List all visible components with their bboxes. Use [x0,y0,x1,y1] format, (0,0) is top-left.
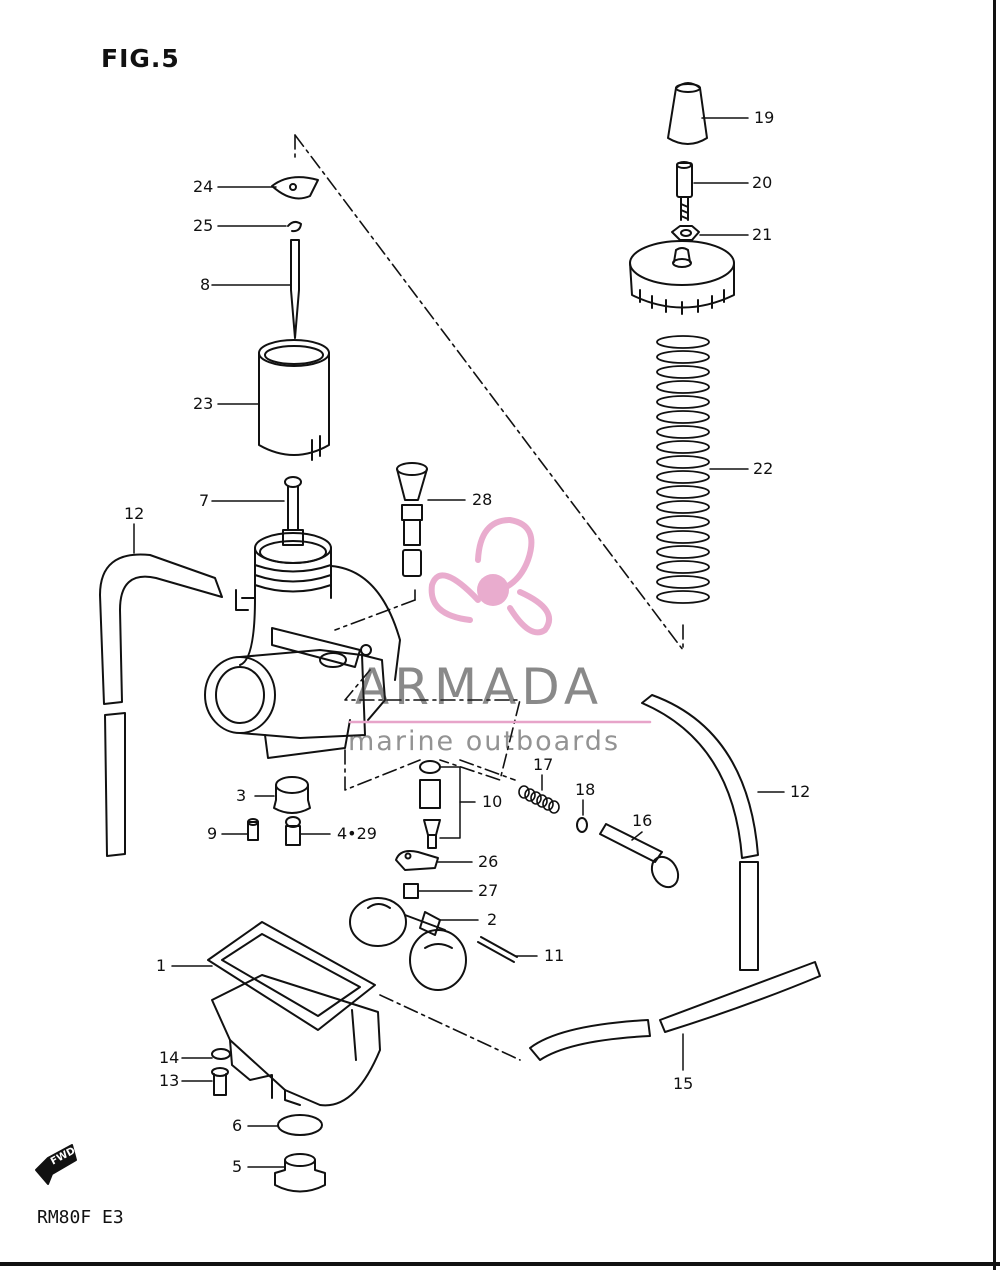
part-25-e-clip [287,220,302,233]
part-24-clip-plate [271,176,319,200]
part-15-overflow-tube [529,961,821,1061]
page-border [993,0,996,1270]
model-code: RM80F E3 [37,1207,124,1228]
callout-21: 21 [752,225,773,244]
callout-28: 28 [472,490,493,509]
callout-2: 2 [487,910,498,929]
callout-18: 18 [575,780,596,799]
part-26-pin-plate [395,850,439,871]
callout-27: 27 [478,881,499,900]
part-18-o-ring [576,817,588,833]
callout-5: 5 [232,1157,243,1176]
part-13-screw [211,1067,229,1096]
callout-6: 6 [232,1116,243,1135]
part-14-washer [211,1048,231,1060]
assembly-guide-lines [294,134,684,1061]
part-8-jet-needle [290,239,300,339]
callout-3: 3 [236,786,247,805]
part-16-air-screw [599,823,680,889]
callout-10: 10 [482,792,503,811]
leader-lines [133,117,785,1168]
part-23-throttle-valve [258,339,330,461]
top-cap [629,240,735,315]
part-7-stop-screw [282,476,304,546]
part-22-spring [656,335,710,604]
part-12-tube-right [641,694,759,971]
callout-9: 9 [207,824,218,843]
part-12-tube-left [99,553,223,857]
watermark-brand: ARMADA [355,658,604,716]
callout-23: 23 [193,394,214,413]
part-21-nut [671,225,700,241]
part-10-needle-valve [419,760,441,849]
callout-25: 25 [193,216,214,235]
callout-15: 15 [673,1074,694,1093]
callout-12-left: 12 [124,504,145,523]
part-2-float [349,897,467,991]
part-3-holder [273,776,311,814]
callout-22: 22 [753,459,774,478]
callout-16: 16 [632,811,653,830]
callout-7: 7 [199,491,210,510]
callout-14: 14 [159,1048,180,1067]
watermark-tagline: marine outboards [348,726,621,757]
part-9-pilot-jet [247,818,259,841]
carburetor-body [204,532,401,759]
callout-12-right: 12 [790,782,811,801]
callout-13: 13 [159,1071,180,1090]
callout-26: 26 [478,852,499,871]
fwd-arrow-icon [35,1144,77,1185]
callout-11: 11 [544,946,565,965]
part-28-starter-plunger [396,462,428,577]
callout-8: 8 [200,275,211,294]
part-27-screw [403,883,419,899]
part-1-float-bowl [207,921,381,1107]
page-border [0,1262,1000,1266]
part-5-plug [274,1153,326,1193]
part-20-adjuster [676,161,693,221]
part-6-o-ring [277,1114,323,1136]
part-4-29-main-jet [285,816,301,846]
part-19-cap [667,82,708,145]
watermark-logo-icon [428,517,553,636]
figure-title: FIG.5 [101,44,180,73]
callout-19: 19 [754,108,775,127]
callout-24: 24 [193,177,214,196]
callout-20: 20 [752,173,773,192]
callout-17: 17 [533,755,554,774]
callout-1: 1 [156,956,167,975]
part-11-float-pin [477,936,518,963]
callout-4-29: 4•29 [337,824,377,843]
part-17-spring [518,785,560,814]
